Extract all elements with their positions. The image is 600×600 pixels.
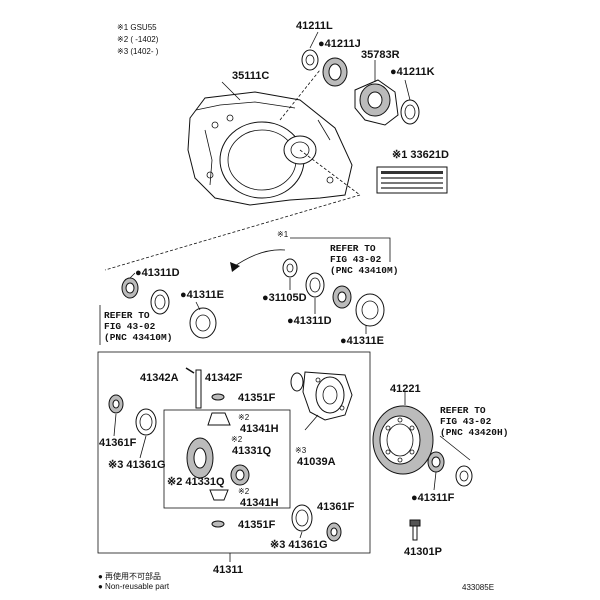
label-31105D[interactable]: ●31105D [262,292,307,304]
side-gear-41331Q-left [186,437,214,479]
mark-41039A: ※3 [295,446,307,455]
note-3: ※3 (1402- ) [117,47,159,56]
refer-left-1: REFER TO [104,310,150,321]
label-41211K[interactable]: ●41211K [390,66,435,78]
label-35111C[interactable]: 35111C [232,70,269,82]
label-41039A[interactable]: 41039A [297,456,336,468]
pin-41342A [185,367,195,374]
label-41361F-right[interactable]: 41361F [317,501,355,513]
label-35783R[interactable]: 35783R [361,49,400,61]
caution-label-33621D [376,166,448,194]
note-1: ※1 GSU55 [117,23,157,32]
label-41361G-right[interactable]: ※3 41361G [270,539,328,551]
label-41331Q-top[interactable]: 41331Q [232,445,272,457]
bolt-41301P [409,519,421,541]
mark-x1: ※1 [277,230,289,239]
refer-top-2: FIG 43-02 [330,254,382,265]
ring-gear-41221 [372,405,434,475]
label-41211L[interactable]: 41211L [296,20,333,32]
differential-assembly-box [97,351,371,554]
shaft-41342F [195,369,202,409]
bearing-race-right [455,465,473,487]
bearing-assembly-right [332,285,385,327]
refer-right-3: (PNC 43420H) [440,427,508,438]
pinion-41341H-bottom [209,489,229,501]
pinion-41341H-top [207,412,231,426]
bearing-41311D-left [121,277,139,299]
refer-right-1: REFER TO [440,405,486,416]
label-41311[interactable]: 41311 [213,564,243,576]
washer-41361F-right [326,522,342,542]
legend-en: ● Non-reusable part [98,582,170,591]
washer-41361F-left [108,394,124,414]
refer-left-2: FIG 43-02 [104,321,156,332]
washer-41351F-top [211,393,225,401]
label-41311E-left[interactable]: ●41311E [180,289,224,301]
label-41331Q-bottom[interactable]: ※2 41331Q [167,476,225,488]
label-41351F-top[interactable]: 41351F [238,392,276,404]
diagram-id: 433085E [462,583,494,592]
label-41361G-left[interactable]: ※3 41361G [108,459,166,471]
label-41361F-left[interactable]: 41361F [99,437,137,449]
refer-top-1: REFER TO [330,243,376,254]
label-41311E-right[interactable]: ●41311E [340,335,384,347]
label-41301P[interactable]: 41301P [404,546,442,558]
arrow-icon [231,249,286,269]
legend-jp: ● 再使用不可部品 [98,571,161,581]
washer-41351F-bottom [211,520,225,528]
label-33621D[interactable]: ※1 33621D [392,149,449,161]
refer-right-2: FIG 43-02 [440,416,492,427]
label-41342A[interactable]: 41342A [140,372,179,384]
washer-41361G-right [291,504,313,532]
label-41311D-right[interactable]: ●41311D [287,315,332,327]
oil-seal-31105D [282,258,298,278]
label-41221[interactable]: 41221 [390,383,421,395]
pinion-subgroup-box [163,409,291,509]
note-2: ※2 ( -1402) [117,35,159,44]
mark-41341H-bottom: ※2 [238,487,250,496]
label-41341H-top[interactable]: 41341H [240,423,279,435]
label-41211J[interactable]: ●41211J [318,38,361,50]
washer-41361G-left [135,408,157,436]
differential-35783R [354,79,399,126]
differential-case-41039A [290,371,353,421]
side-gear-41331Q-right [230,464,250,486]
label-41342F[interactable]: 41342F [205,372,243,384]
refer-top-3: (PNC 43410M) [330,265,398,276]
transaxle-case-drawing [187,91,353,206]
label-41311D-left[interactable]: ●41311D [135,267,180,279]
label-41311F[interactable]: ●41311F [411,492,455,504]
bearing-41211K [400,99,420,125]
mark-41341H-top: ※2 [238,413,250,422]
refer-left-3: (PNC 43410M) [104,332,172,343]
bearing-41311E-left [189,307,217,339]
label-41341H-bottom[interactable]: 41341H [240,497,279,509]
mark-41331Q-top: ※2 [231,435,243,444]
bearing-41211L [301,49,319,71]
label-41351F-bottom[interactable]: 41351F [238,519,276,531]
shim-left [150,289,170,315]
bearing-41211J [322,57,348,87]
bearing-41311D-right [305,272,325,298]
bearing-41311F [427,451,445,473]
